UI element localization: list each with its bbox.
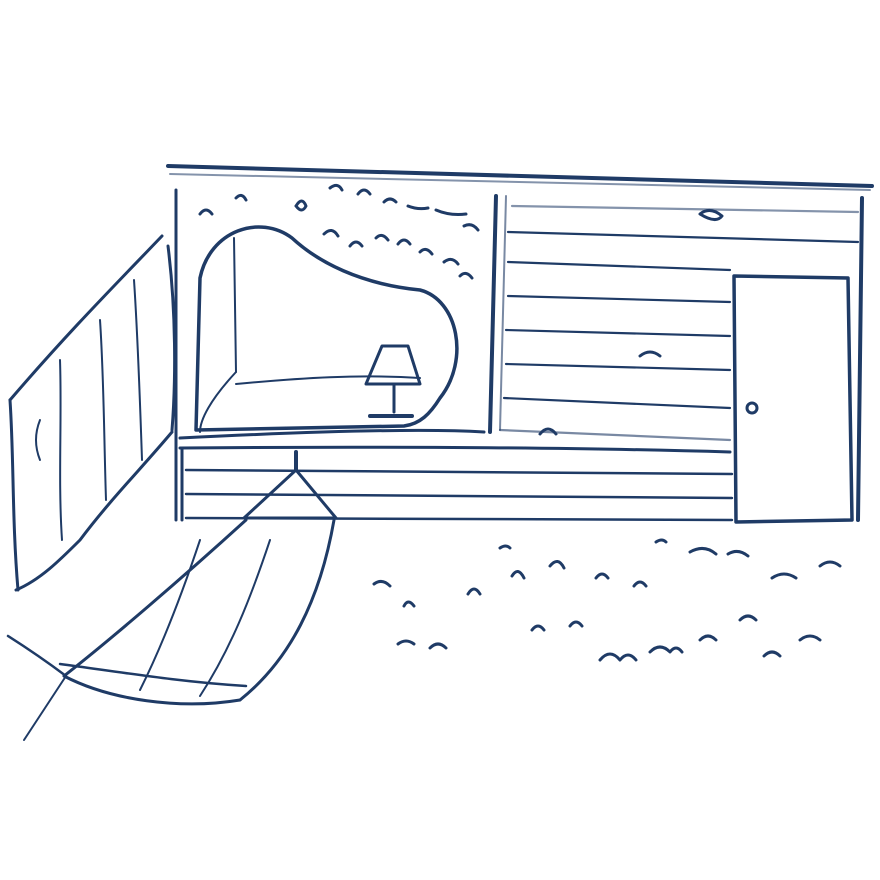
center-post-2 [499,195,507,431]
window-bed-line [235,375,421,385]
lamp-shade [364,344,422,386]
curtain [8,234,177,592]
center-post [488,194,498,434]
hammock [6,450,338,741]
roof-line [166,164,874,188]
right-post [856,196,864,522]
lower-wall-siding [178,445,734,522]
door [732,274,854,524]
grass-tufts [372,538,842,662]
arched-window [194,225,459,432]
roof-line-2 [169,173,871,191]
door-knob [745,401,759,415]
window-ledge [178,428,486,440]
window-inner-edge [233,237,237,373]
wood-siding [498,204,860,442]
window-sill-curve [199,371,237,433]
foliage-texture [198,183,480,280]
